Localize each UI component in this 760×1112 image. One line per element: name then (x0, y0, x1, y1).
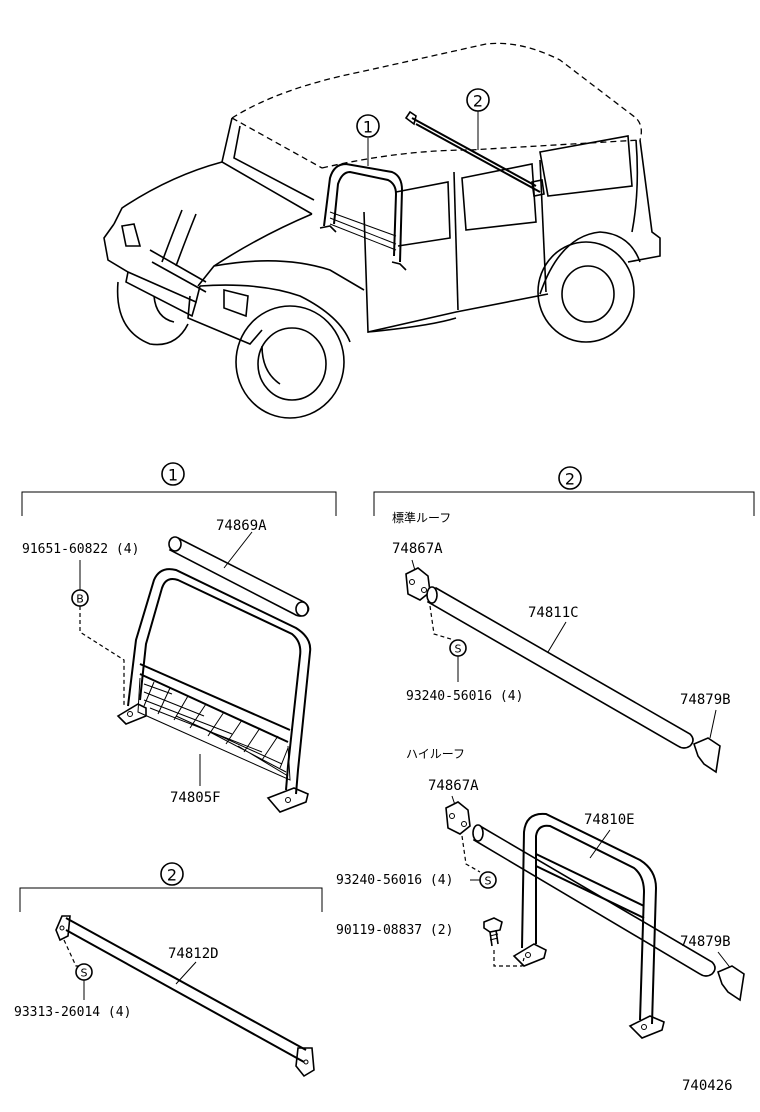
screw-s-callout-standard: S (455, 643, 462, 656)
standard-end-cap-part (693, 737, 721, 774)
flange-bolt-part (483, 917, 503, 947)
part-label-74812D: 74812D (168, 946, 219, 962)
section-1-roll-bar: 1 74869A 91651-60822 (4) B (21, 462, 337, 813)
high-bracket-part (445, 801, 471, 835)
section-2-roof-bars: 2 標準ルーフ 74867A 74811C S 93240-56016 (4) … (336, 466, 755, 1039)
part-label-74879B-standard: 74879B (680, 692, 731, 708)
lower-bar-part (55, 915, 315, 1078)
part-label-74810E: 74810E (584, 812, 635, 828)
screw-note-93240-high: 93240-56016 (4) (336, 873, 453, 888)
bolt-b-callout: B (76, 593, 84, 606)
bolt-note-90119: 90119-08837 (2) (336, 923, 453, 938)
screw-s-callout-high: S (485, 875, 492, 888)
part-label-74867A-standard: 74867A (392, 541, 443, 557)
vehicle-callout-1: 1 (363, 118, 373, 137)
part-label-74869A: 74869A (216, 518, 267, 534)
part-label-74867A-high: 74867A (428, 778, 479, 794)
vehicle-callout-2: 2 (473, 92, 483, 111)
section-1-number: 1 (168, 466, 178, 485)
screw-note-93240-standard: 93240-56016 (4) (406, 689, 523, 704)
section-2-number: 2 (565, 470, 575, 489)
roll-bar-part (116, 568, 312, 813)
vehicle-illustration: 1 2 (103, 42, 661, 419)
diagram-id: 740426 (682, 1078, 733, 1094)
high-roof-heading: ハイルーフ (406, 747, 465, 761)
high-end-cap-part (717, 965, 745, 1002)
standard-pipe-part (426, 586, 694, 749)
part-label-74879B-high: 74879B (680, 934, 731, 950)
standard-roof-heading: 標準ルーフ (392, 510, 451, 525)
rail-cover-part (168, 536, 310, 617)
bolt-note-91651: 91651-60822 (4) (22, 542, 139, 557)
screw-note-93313: 93313-26014 (4) (14, 1005, 131, 1020)
screw-s-callout-lower: S (81, 967, 88, 980)
high-roll-bar-part (512, 812, 665, 1039)
part-label-74811C: 74811C (528, 605, 579, 621)
part-label-74805F: 74805F (170, 790, 221, 806)
section-2-lower-bar: 2 74812D S 93313-26014 (4) (14, 862, 323, 1078)
section-2-lower-number: 2 (167, 866, 177, 885)
